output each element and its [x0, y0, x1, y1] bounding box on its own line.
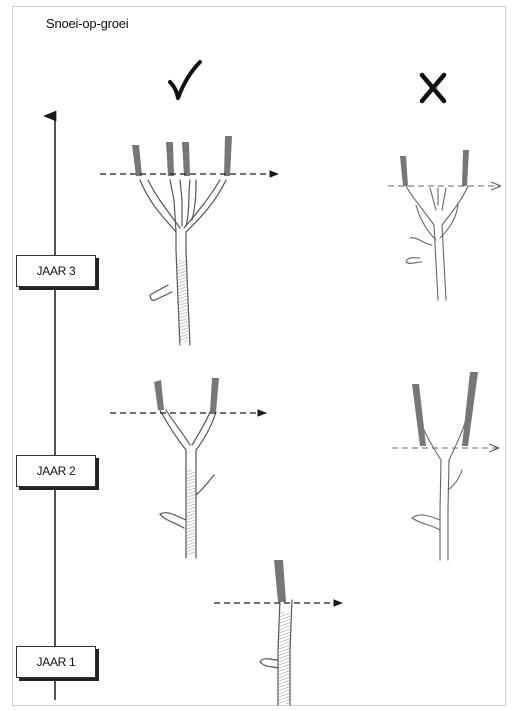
- tree-year1: [260, 600, 292, 705]
- check-icon: [170, 62, 200, 98]
- year-label-1: JAAR 1: [16, 646, 96, 678]
- tree-year3-correct: [140, 180, 226, 345]
- tree-year2-incorrect-tips: [412, 372, 478, 446]
- tree-year2-correct-tips: [154, 378, 219, 412]
- tree-year2-correct: [160, 410, 216, 558]
- tree-year3-incorrect-tips: [400, 150, 469, 186]
- tree-year3-incorrect: [406, 186, 468, 300]
- tree-year3-correct-tips: [132, 136, 232, 176]
- year-label-2: JAAR 2: [16, 455, 96, 487]
- cross-icon: [422, 75, 444, 101]
- year-label-3: JAAR 3: [16, 255, 96, 287]
- tree-year1-tip: [274, 560, 286, 602]
